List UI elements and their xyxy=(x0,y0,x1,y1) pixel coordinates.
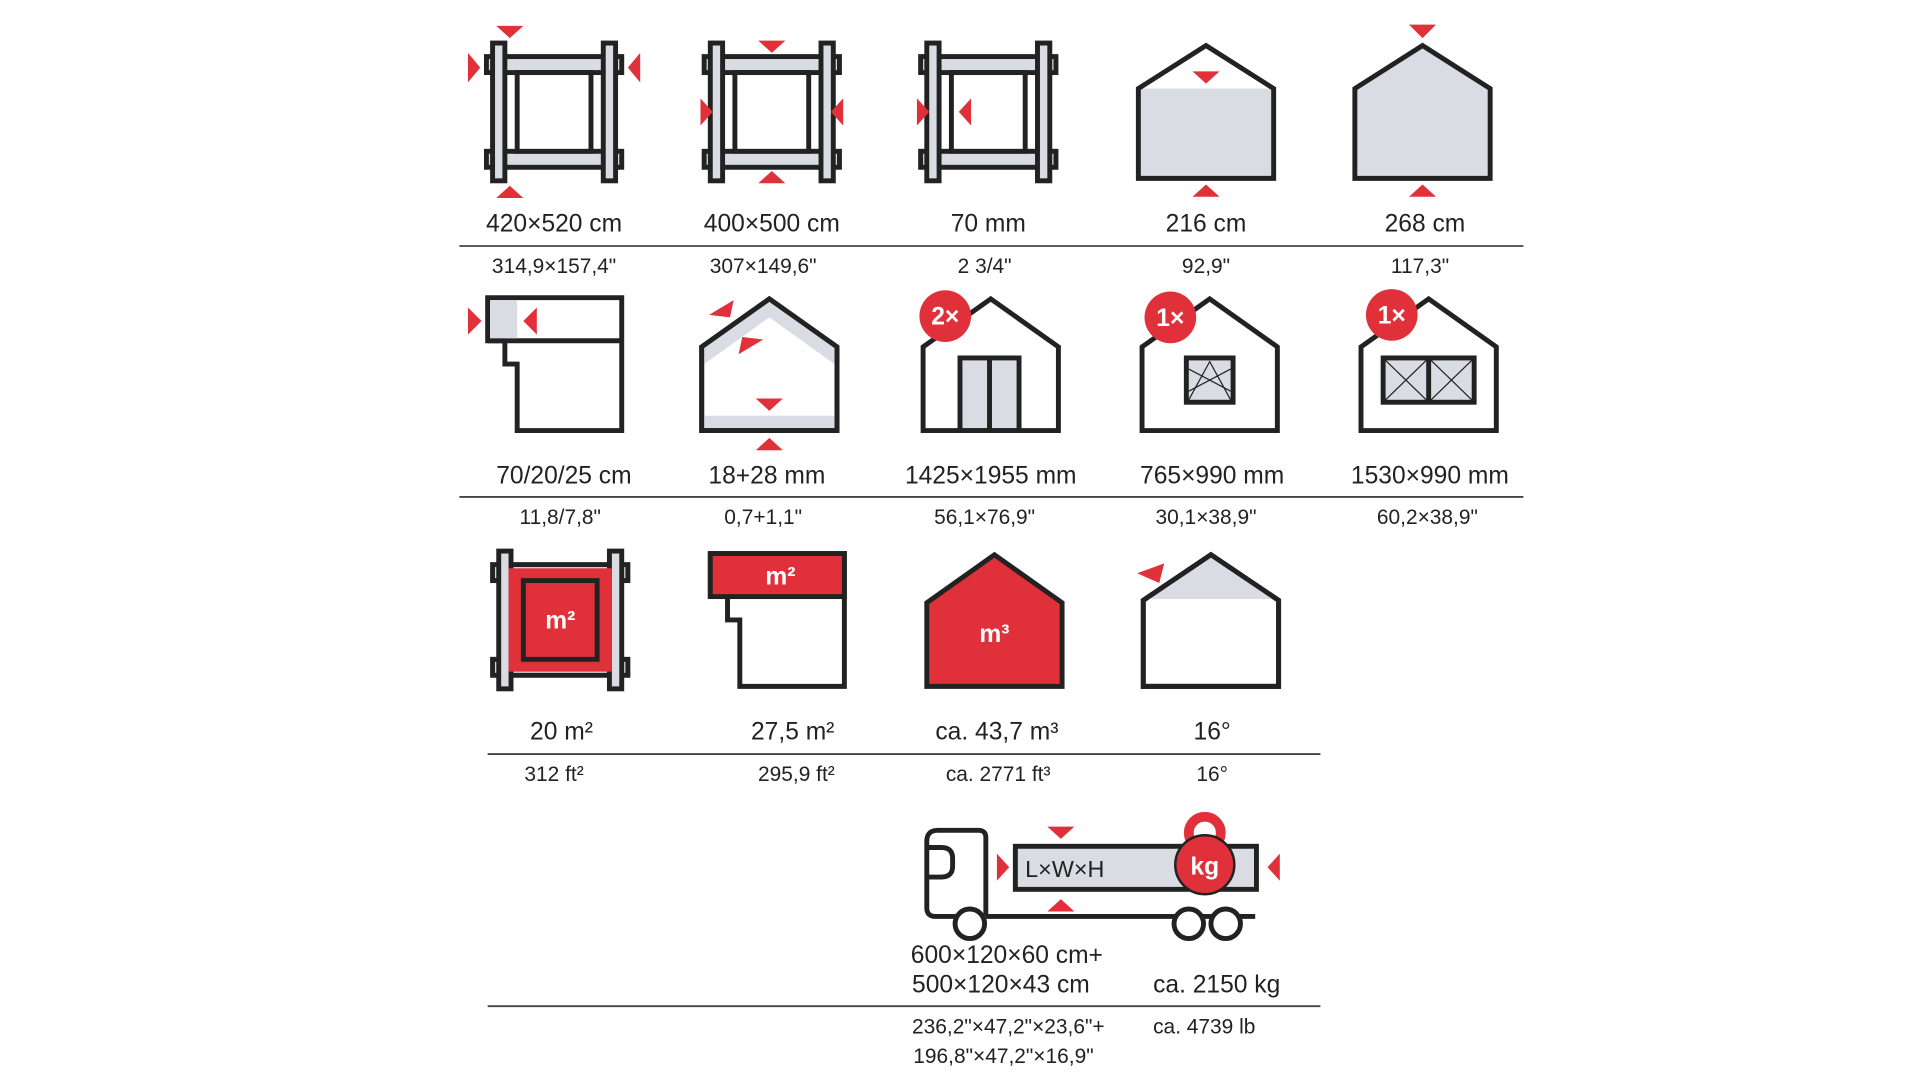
metric-value: 765×990 mm xyxy=(1140,462,1284,489)
weight-imperial: ca. 4739 lb xyxy=(1153,1015,1255,1038)
imperial-value: 0,7+1,1" xyxy=(724,506,802,529)
imperial-value: ca. 2771 ft³ xyxy=(946,763,1051,786)
metric-value: 400×500 cm xyxy=(704,210,840,237)
floor-area-icon: m² xyxy=(493,551,628,689)
roof-area-icon: m² xyxy=(707,551,847,689)
metric-value: 18+28 mm xyxy=(708,462,825,489)
truck-transport-icon: L×W×H kg xyxy=(924,811,1280,942)
quantity-badge: 1× xyxy=(1378,303,1406,330)
imperial-value: 196,8"×47,2"×16,9" xyxy=(913,1045,1093,1068)
window-icon: 1× xyxy=(1139,291,1280,433)
metric-value: 16° xyxy=(1194,718,1231,745)
weight-label: kg xyxy=(1190,854,1219,881)
quantity-badge: 1× xyxy=(1156,305,1184,332)
imperial-value: 16° xyxy=(1196,763,1228,786)
metric-value: 600×120×60 cm+ xyxy=(911,942,1103,969)
imperial-value: 117,3" xyxy=(1391,255,1449,278)
metric-value: 1425×1955 mm xyxy=(905,462,1077,489)
weight-metric: ca. 2150 kg xyxy=(1153,972,1280,999)
volume-label: m³ xyxy=(979,621,1009,648)
imperial-value: 314,9×157,4" xyxy=(492,255,616,278)
imperial-value: 307×149,6" xyxy=(710,255,817,278)
wall-thickness-icon xyxy=(916,43,1056,181)
metric-value: 216 cm xyxy=(1166,210,1247,237)
imperial-value: 60,2×38,9" xyxy=(1377,506,1478,529)
metric-value: 420×520 cm xyxy=(486,210,622,237)
roof-pitch-icon xyxy=(1137,551,1282,689)
imperial-value: 56,1×76,9" xyxy=(934,506,1035,529)
area-label: m² xyxy=(545,608,575,635)
volume-icon: m³ xyxy=(924,551,1065,689)
imperial-value: 295,9 ft² xyxy=(758,763,835,786)
row2-labels: 70/20/25 cm 18+28 mm 1425×1955 mm 765×99… xyxy=(496,462,1509,529)
row3-labels: 20 m² 27,5 m² ca. 43,7 m³ 16° 312 ft² 29… xyxy=(524,718,1230,786)
roof-overhang-icon xyxy=(467,295,625,433)
cargo-dimensions-label: L×W×H xyxy=(1025,856,1104,882)
imperial-value: 30,1×38,9" xyxy=(1156,506,1257,529)
quantity-badge: 2× xyxy=(931,304,959,331)
door-icon: 2× xyxy=(919,290,1061,433)
metric-value: 268 cm xyxy=(1385,210,1466,237)
metric-value: 70 mm xyxy=(951,210,1026,237)
imperial-value: 2 3/4" xyxy=(958,255,1012,278)
imperial-value: 312 ft² xyxy=(524,763,583,786)
imperial-value: 11,8/7,8" xyxy=(520,506,601,529)
metric-value: 27,5 m² xyxy=(751,718,834,745)
imperial-value: 92,9" xyxy=(1182,255,1230,278)
metric-value: 70/20/25 cm xyxy=(496,462,631,489)
ridge-height-icon xyxy=(1352,24,1493,197)
outer-dimensions-icon xyxy=(467,25,641,199)
metric-value: 20 m² xyxy=(530,718,593,745)
metric-value: 500×120×43 cm xyxy=(912,972,1090,999)
roof-floor-thickness-icon xyxy=(699,295,840,451)
imperial-value: 236,2"×47,2"×23,6"+ xyxy=(912,1015,1105,1038)
row1-labels: 420×520 cm 400×500 cm 70 mm 216 cm 268 c… xyxy=(486,210,1465,278)
transport-labels: 600×120×60 cm+ 500×120×43 cm ca. 2150 kg… xyxy=(911,942,1280,1068)
side-wall-height-icon xyxy=(1135,42,1277,197)
double-window-icon: 1× xyxy=(1358,289,1499,433)
area-label: m² xyxy=(765,563,795,590)
metric-value: ca. 43,7 m³ xyxy=(935,718,1058,745)
floor-dimensions-icon xyxy=(700,41,844,184)
metric-value: 1530×990 mm xyxy=(1351,462,1509,489)
